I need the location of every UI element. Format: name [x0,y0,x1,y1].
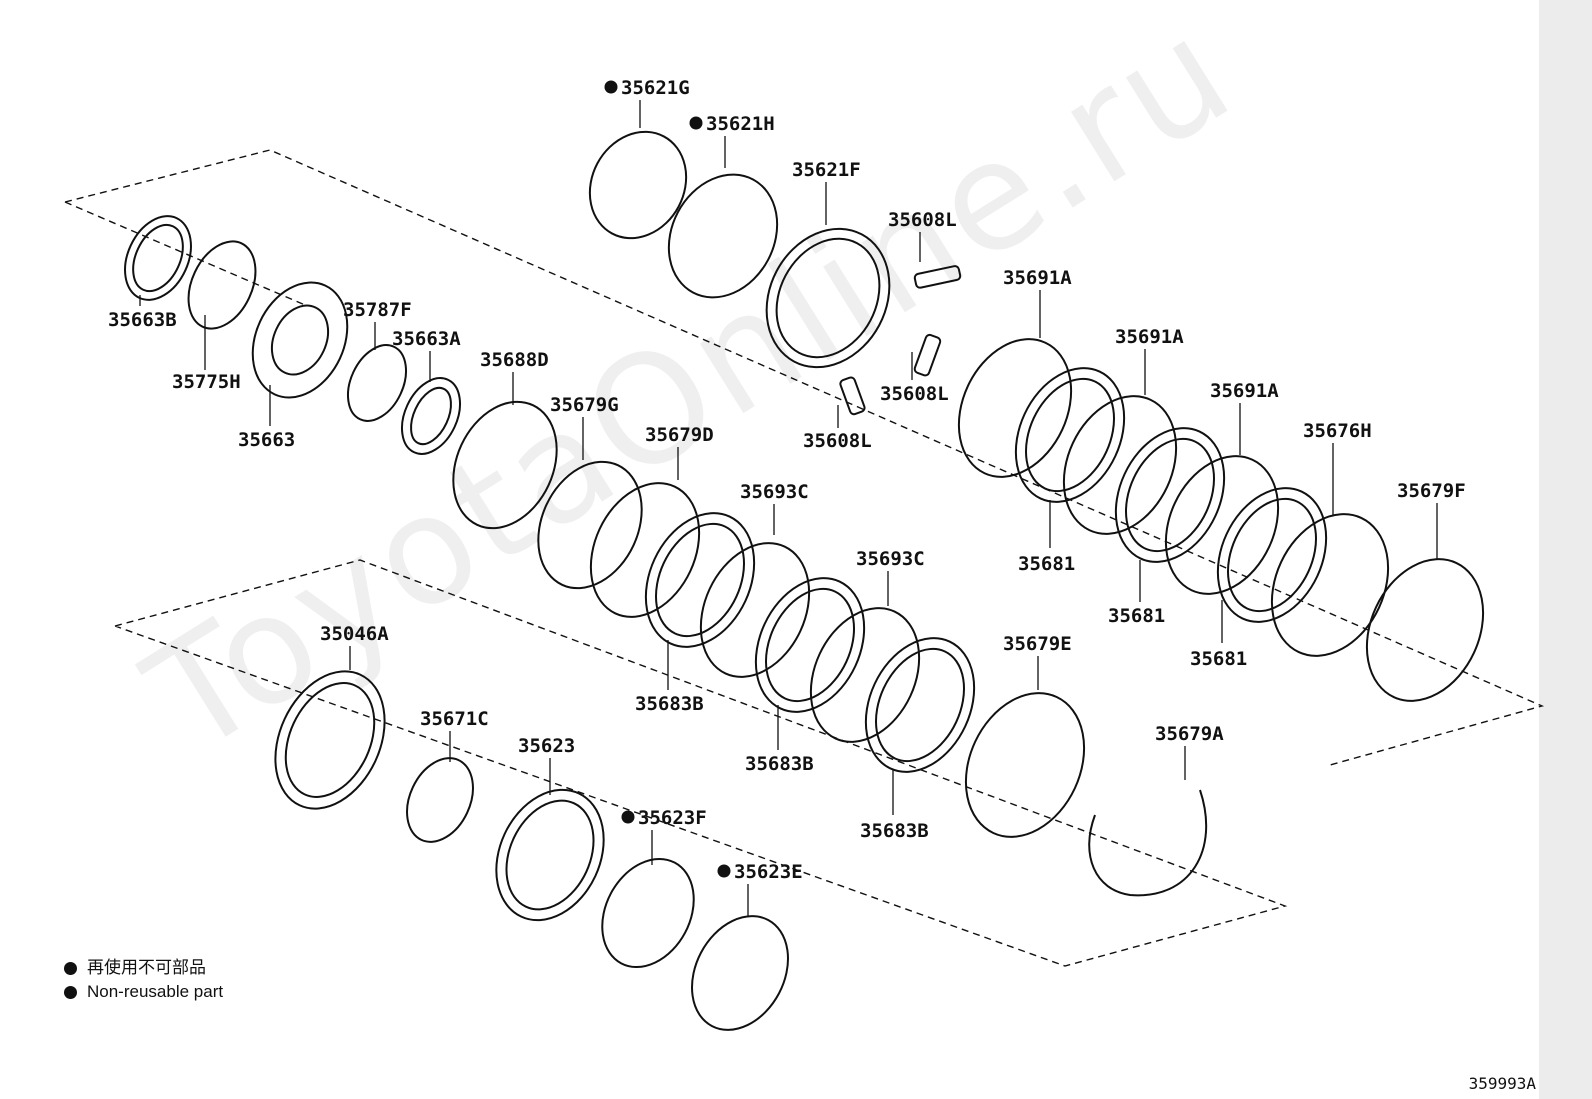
part-label-35787F: 35787F [343,299,412,321]
snap-ring-35679F [1365,558,1485,702]
bearing-inner-35663A [410,386,452,446]
plate-35691A-1 [957,338,1073,478]
disc-35681-2 [1114,427,1226,563]
disc-35683B-1 [644,512,756,648]
o-ring-35623E [691,915,789,1031]
part-label-35621G: 35621G [621,77,690,99]
non-reusable-dot-icon [604,80,618,94]
part-label-35691A: 35691A [1210,380,1279,402]
part-label-35775H: 35775H [172,371,241,393]
plate-35679E [964,692,1086,838]
part-label-35663B: 35663B [108,309,177,331]
piston-35623 [495,788,605,922]
part-label-35681: 35681 [1018,553,1075,575]
plate-35679D [589,482,701,618]
non-reusable-dot-icon [717,864,731,878]
assembly-outline-upper [64,149,1545,766]
disc-inner-35683B-2 [765,587,855,703]
legend-cn-text: 再使用不可部品 [87,958,206,977]
non-reusable-dot-icon [64,961,77,975]
disc-inner-35681-3 [1227,497,1317,613]
non-reusable-dot-icon [64,985,77,999]
non-reusable-dot-icon [621,810,635,824]
part-label-35663: 35663 [238,429,295,451]
spring-35608L-a [913,265,962,289]
part-label-35679A: 35679A [1155,723,1224,745]
sun-gear-hub-35663 [270,304,330,376]
ring-35046A [274,670,386,810]
part-label-35623: 35623 [518,735,575,757]
ring-inner-35046A [284,682,376,798]
legend-en-text: Non-reusable part [87,982,224,1001]
part-label-35663A: 35663A [392,328,461,350]
bearing-inner-35663B [132,223,184,293]
bearing-35663A [400,377,462,455]
plate-35691A-3 [1164,455,1280,595]
o-ring-35621G [588,130,688,240]
disc-35681-1 [1014,367,1126,503]
plate-35676H [1270,513,1390,657]
part-label-35608L: 35608L [888,209,957,231]
part-label-35679G: 35679G [550,394,619,416]
part-label-35671C: 35671C [420,708,489,730]
snap-ring-35679A [1088,789,1208,897]
part-label-35693C: 35693C [740,481,809,503]
part-label-35608L: 35608L [803,430,872,452]
snap-ring-35679G [537,460,643,590]
part-label-35681: 35681 [1108,605,1165,627]
assembly-outline-lower [114,559,1288,967]
non-reusable-dot-icon [689,116,703,130]
part-label-35608L: 35608L [880,383,949,405]
diagram-code: 359993A [1468,1074,1536,1093]
disc-35683B-2 [754,577,866,713]
part-label-35691A: 35691A [1115,326,1184,348]
part-label-35681: 35681 [1190,648,1247,670]
part-label-35621F: 35621F [792,159,861,181]
piston-35621F [765,227,891,369]
disc-inner-35681-2 [1125,437,1215,553]
part-label-35621H: 35621H [706,113,775,135]
piston-inner-35621F [775,237,881,359]
plate-35693C-2 [809,607,921,743]
race-35775H [187,240,257,330]
o-ring-35621H [667,173,779,299]
ring-35688D [452,400,558,530]
part-shapes [124,130,1485,1031]
bearing-35663B [124,215,192,301]
leader-lines [139,100,1438,917]
plate-35693C-1 [699,542,811,678]
part-label-35683B: 35683B [635,693,704,715]
part-label-35683B: 35683B [745,753,814,775]
part-label-35679E: 35679E [1003,633,1072,655]
o-ring-35623F [601,857,695,969]
race-35787F [346,344,408,422]
spring-35608L-b [913,333,942,377]
part-label-35691A: 35691A [1003,267,1072,289]
spring-35608L-c [839,376,866,416]
disc-35681-3 [1216,487,1328,623]
disc-inner-35683B-3 [875,647,965,763]
disc-35683B-3 [864,637,976,773]
sun-gear-35663 [251,281,349,399]
part-label-35683B: 35683B [860,820,929,842]
part-label-35623F: 35623F [638,807,707,829]
right-margin-strip [1539,0,1592,1099]
disc-inner-35683B-1 [655,522,745,638]
plate-35691A-2 [1062,395,1178,535]
legend: 再使用不可部品 Non-reusable part [64,956,223,1004]
part-label-35046A: 35046A [320,623,389,645]
part-label-35623E: 35623E [734,861,803,883]
legend-row-cn: 再使用不可部品 [64,956,223,980]
part-labels: 35621G 35621H 35621F 35608L 35608L 35608L 3566… [108,77,1466,883]
piston-inner-35623 [505,799,595,911]
part-label-35679F: 35679F [1397,480,1466,502]
disc-inner-35681-1 [1025,377,1115,493]
part-label-35676H: 35676H [1303,420,1372,442]
part-label-35688D: 35688D [480,349,549,371]
part-label-35679D: 35679D [645,424,714,446]
part-label-35693C: 35693C [856,548,925,570]
snap-ring-35671C [406,757,474,843]
legend-row-en: Non-reusable part [64,980,223,1004]
